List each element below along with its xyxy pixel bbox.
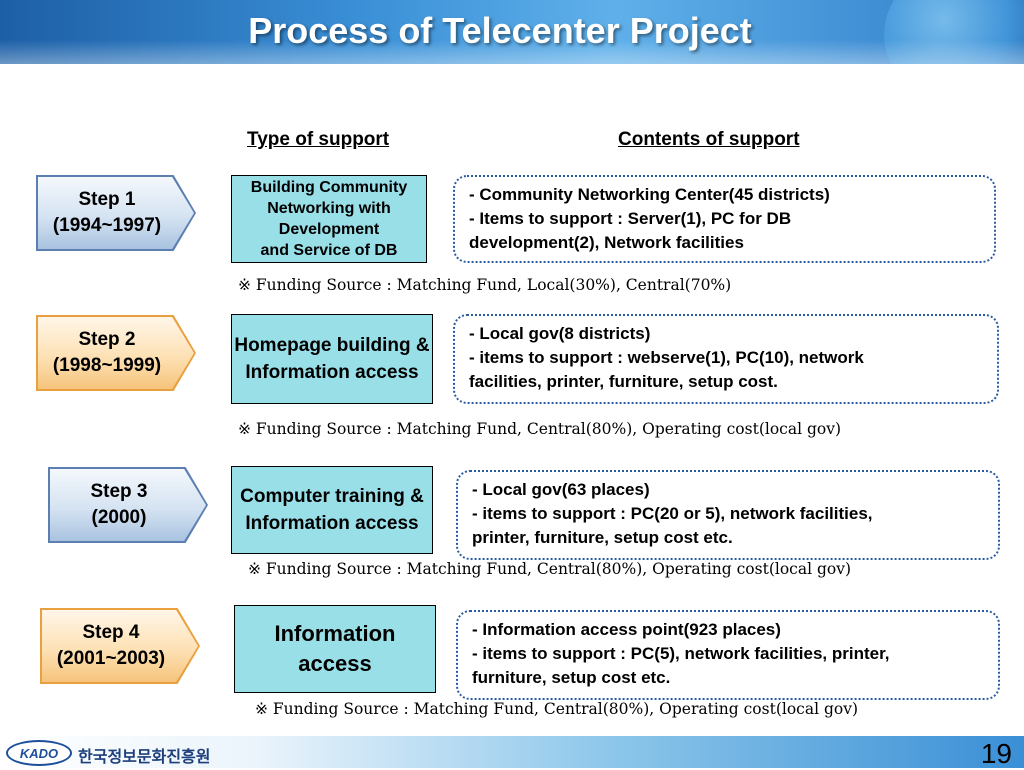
title-bar-highlight <box>0 40 1024 64</box>
step-1-period: (1994~1997) <box>52 215 162 236</box>
step-2-period: (1998~1999) <box>52 355 162 376</box>
step-3-type-text: Computer training & Information access <box>240 486 424 534</box>
header-contents-of-support: Contents of support <box>618 129 800 150</box>
step-2-label: Step 2 <box>78 329 136 350</box>
step-3-label: Step 3 <box>90 481 148 502</box>
step-1-contents-box: - Community Networking Center(45 distric… <box>453 175 996 263</box>
step-2-type-text: Homepage building & Information access <box>234 335 430 383</box>
step-4-contents-text: - Information access point(923 places) -… <box>472 620 890 687</box>
step-2-arrow: Step 2 (1998~1999) <box>38 317 194 389</box>
step-2-contents-box: - Local gov(8 districts) - items to supp… <box>453 314 999 404</box>
step-3-contents-box: - Local gov(63 places) - items to suppor… <box>456 470 1000 560</box>
step-1-funding-note: ※ Funding Source : Matching Fund, Local(… <box>238 276 732 294</box>
step-4-type-box: Information access <box>234 605 436 693</box>
step-4-funding-note: ※ Funding Source : Matching Fund, Centra… <box>255 700 859 718</box>
step-3-period: (2000) <box>91 507 147 528</box>
page-number: 19 <box>980 738 1012 769</box>
step-3-contents-text: - Local gov(63 places) - items to suppor… <box>472 480 873 547</box>
step-4-label: Step 4 <box>82 622 140 643</box>
step-2-contents-text: - Local gov(8 districts) - items to supp… <box>469 324 864 391</box>
step-2-funding-note: ※ Funding Source : Matching Fund, Centra… <box>238 420 842 438</box>
step-1-type-box: Building Community Networking with Devel… <box>231 175 427 263</box>
step-1-label: Step 1 <box>78 189 136 210</box>
step-3-funding-note: ※ Funding Source : Matching Fund, Centra… <box>248 560 852 578</box>
step-1-arrow: Step 1 (1994~1997) <box>38 177 194 249</box>
step-3-type-box: Computer training & Information access <box>231 466 433 554</box>
step-1-contents-text: - Community Networking Center(45 distric… <box>469 185 830 252</box>
header-type-of-support: Type of support <box>247 129 390 150</box>
title-bar: Process of Telecenter Project <box>0 0 1024 64</box>
kado-logo: KADO <box>6 740 72 766</box>
step-4-type-text: Information access <box>274 621 396 676</box>
step-2-type-box: Homepage building & Information access <box>231 314 433 404</box>
slide-title: Process of Telecenter Project <box>248 10 752 51</box>
step-3-arrow: Step 3 (2000) <box>50 469 206 541</box>
step-1-type-text: Building Community Networking with Devel… <box>250 179 408 259</box>
footer-bar <box>0 736 1024 768</box>
step-4-contents-box: - Information access point(923 places) -… <box>456 610 1000 700</box>
kado-logo-text: KADO <box>19 745 59 761</box>
step-4-arrow: Step 4 (2001~2003) <box>42 610 198 682</box>
organization-name: 한국정보문화진흥원 <box>78 749 211 766</box>
globe-graphic <box>884 0 1024 64</box>
step-4-period: (2001~2003) <box>56 648 166 669</box>
